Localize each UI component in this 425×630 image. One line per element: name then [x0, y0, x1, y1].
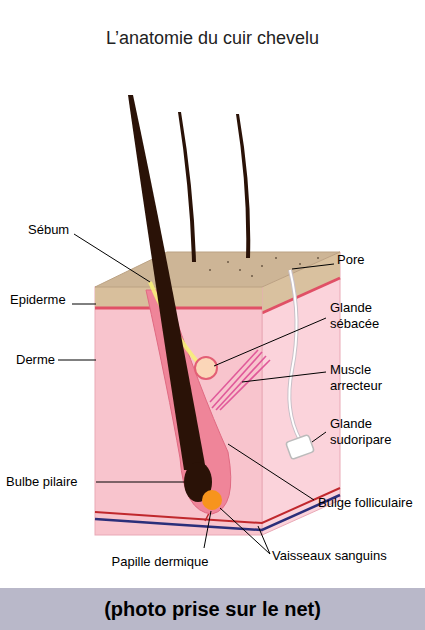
- part-label: Epiderme: [10, 292, 66, 308]
- part-label: Pore: [337, 252, 364, 268]
- hair: [236, 114, 250, 258]
- leader-line: [96, 482, 184, 483]
- part-label: Muscle arrecteur: [330, 362, 420, 394]
- part-label: Glande sudoripare: [330, 416, 420, 448]
- part-label: Glande sébacée: [330, 300, 420, 332]
- dermal-papilla: [202, 490, 222, 510]
- leader-lines: [58, 234, 334, 554]
- epidermis-border: [95, 307, 262, 310]
- pore-dot: [299, 263, 301, 265]
- title: L’anatomie du cuir chevelu: [0, 28, 425, 49]
- pores: [209, 257, 319, 277]
- leader-line: [214, 318, 326, 366]
- leader-line: [258, 526, 270, 554]
- leader-line: [228, 444, 314, 500]
- pore-dot: [261, 265, 263, 267]
- leader-line: [220, 508, 270, 554]
- leader-line: [312, 432, 326, 442]
- caption-band: (photo prise sur le net): [0, 588, 425, 630]
- leader-line: [292, 264, 334, 269]
- leader-line: [74, 234, 150, 282]
- part-label: Bulge folliculaire: [318, 495, 413, 511]
- leader-line: [72, 304, 96, 305]
- pore-dot: [209, 269, 211, 271]
- hair: [178, 112, 196, 262]
- sweat-duct: [289, 270, 300, 440]
- leader-line: [204, 511, 211, 548]
- part-label: Bulbe pilaire: [6, 474, 78, 490]
- muscle-fibre: [220, 360, 270, 410]
- sebaceous-gland: [195, 357, 217, 379]
- pore-dot: [251, 275, 253, 277]
- pore-dot: [317, 257, 319, 259]
- sweat-gland: [286, 434, 315, 459]
- epidermis-border: [262, 278, 340, 313]
- muscle-fibre: [216, 356, 266, 410]
- leader-line: [58, 360, 96, 361]
- part-label: Papille dermique: [112, 554, 209, 570]
- part-label: Derme: [16, 352, 55, 368]
- sweat-duct-outline: [289, 270, 300, 440]
- part-label: Vaisseaux sanguins: [272, 548, 387, 564]
- pore-dot: [275, 257, 277, 259]
- pore-dot: [227, 261, 229, 263]
- skin-surface: [95, 252, 340, 287]
- epidermis: [95, 287, 262, 307]
- hair: [128, 95, 206, 470]
- caption: (photo prise sur le net): [0, 588, 425, 630]
- leader-line: [242, 372, 326, 382]
- part-label: Sébum: [28, 222, 69, 238]
- muscle-fibre: [212, 352, 262, 408]
- pore-dot: [239, 269, 241, 271]
